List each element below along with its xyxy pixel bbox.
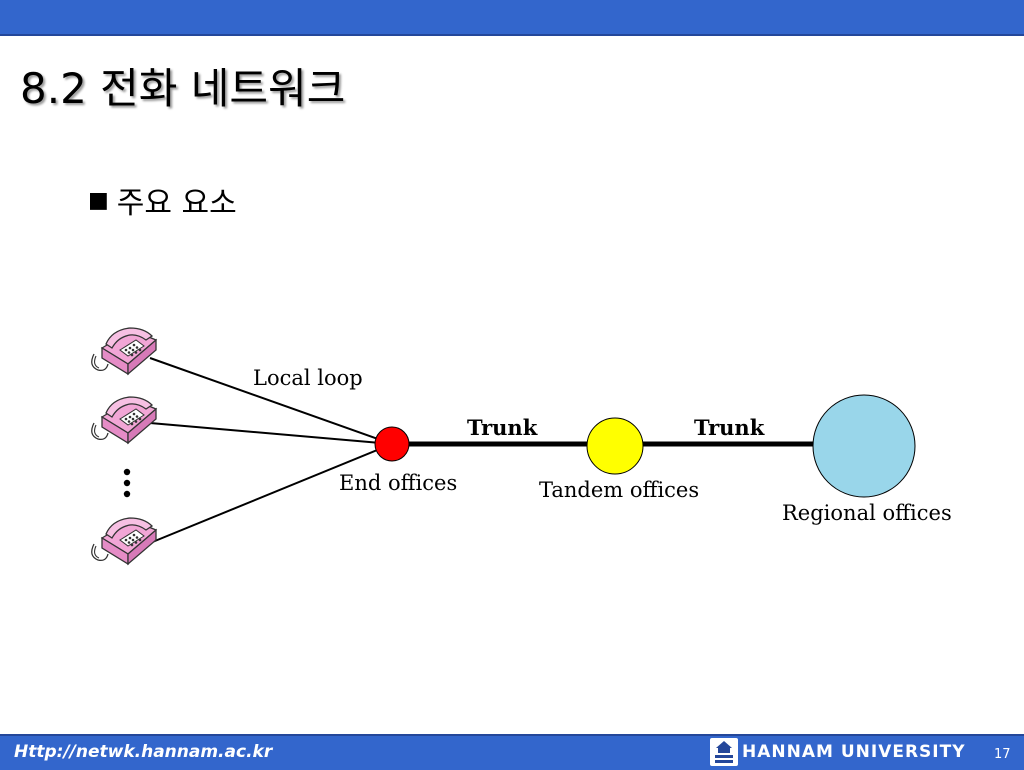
regional-offices-label: Regional offices xyxy=(782,501,952,525)
ellipsis-icon xyxy=(123,468,131,498)
telephone-icon xyxy=(91,396,157,444)
trunk-label-2: Trunk xyxy=(694,415,765,440)
university-logo-icon xyxy=(710,738,738,766)
telephone-icon xyxy=(91,327,157,375)
university-name: HANNAM UNIVERSITY xyxy=(742,742,966,762)
bullet-square-icon: ■ xyxy=(88,187,109,213)
local-loop-line-3 xyxy=(149,443,393,544)
local-loop-label: Local loop xyxy=(253,366,363,390)
regional-office-node xyxy=(812,394,916,498)
footer-url-link[interactable]: Http://netwk.hannam.ac.kr xyxy=(14,742,273,762)
bullet-item: ■ 주요 요소 xyxy=(88,178,237,222)
bullet-text: 주요 요소 xyxy=(116,186,237,221)
slide-title: 8.2 전화 네트워크 xyxy=(20,64,346,113)
top-banner-bar xyxy=(0,0,1024,36)
tandem-offices-label: Tandem offices xyxy=(539,478,699,502)
local-loop-line-2 xyxy=(149,422,393,445)
footer-bar xyxy=(0,734,1024,770)
end-offices-label: End offices xyxy=(339,471,457,495)
tandem-office-node xyxy=(586,417,644,475)
end-office-node xyxy=(374,426,410,462)
page-number: 17 xyxy=(994,747,1011,762)
local-loop-line-1 xyxy=(149,357,393,445)
trunk-label-1: Trunk xyxy=(467,415,538,440)
telephone-icon xyxy=(91,517,157,565)
